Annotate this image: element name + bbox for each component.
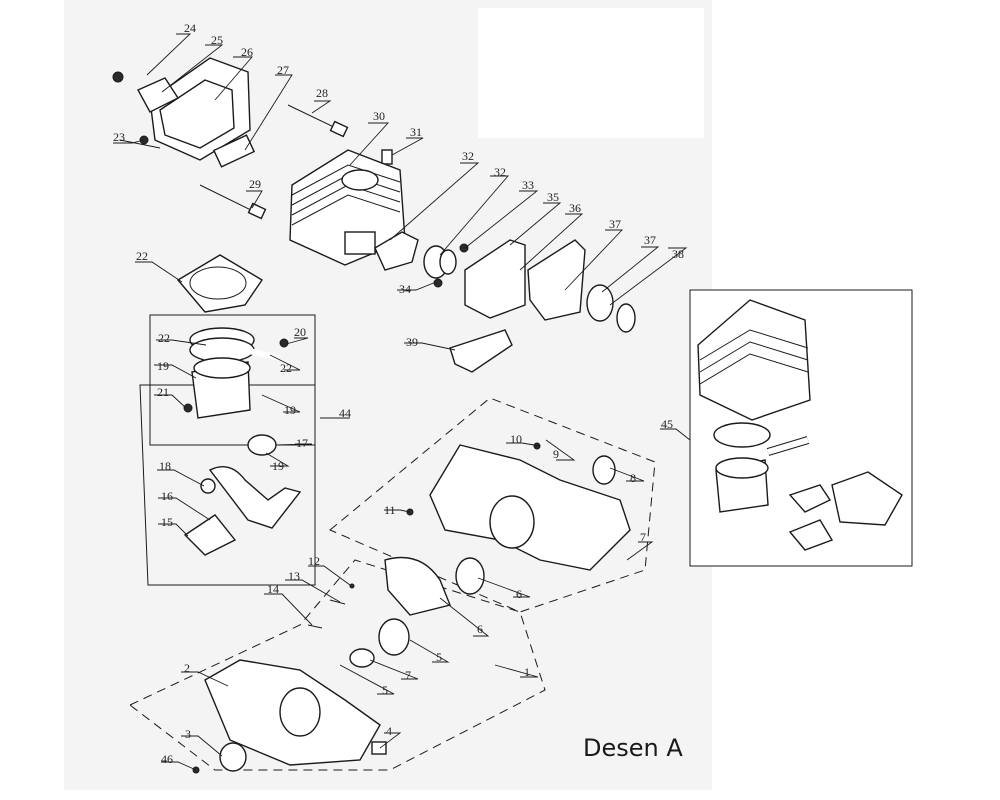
leader-lines xyxy=(113,33,691,771)
label-10: 8 xyxy=(630,471,636,485)
label-41: 37 xyxy=(644,233,656,247)
gasket xyxy=(176,254,263,313)
label-14: 12 xyxy=(308,554,320,568)
label-39: 36 xyxy=(569,201,581,215)
label-33: 30 xyxy=(373,109,385,123)
piston-group xyxy=(139,314,316,586)
label-27: 23 xyxy=(113,130,125,144)
label-22b: 21 xyxy=(157,385,169,399)
label-29: 25 xyxy=(211,33,223,47)
label-35: 32 xyxy=(462,149,474,163)
label-19b: 18 xyxy=(159,459,171,473)
label-1: 1 xyxy=(524,665,530,679)
label-26: 22 xyxy=(136,249,148,263)
label-17: 15 xyxy=(161,515,173,529)
label-34: 31 xyxy=(410,125,422,139)
label-38: 35 xyxy=(547,190,559,204)
label-25: 22 xyxy=(280,361,292,375)
label-32b: 29 xyxy=(249,177,261,191)
crankcase xyxy=(129,397,656,774)
label-30: 26 xyxy=(241,45,253,59)
part-labels: 24 25 26 27 28 30 31 32 32 33 35 36 37 3… xyxy=(113,21,684,766)
label-7: 6 xyxy=(477,622,483,636)
blank-patch xyxy=(478,8,704,138)
label-6: 6 xyxy=(516,587,522,601)
label-18: 16 xyxy=(161,489,173,503)
inset-box xyxy=(689,289,913,567)
label-16: 14 xyxy=(267,582,279,596)
intake-assembly xyxy=(374,231,636,373)
label-37b: 34 xyxy=(399,282,411,296)
label-15: 13 xyxy=(288,569,300,583)
label-28: 24 xyxy=(184,21,196,35)
label-24: 22 xyxy=(158,331,170,345)
label-43: 39 xyxy=(406,335,418,349)
label-44: 44 xyxy=(339,406,351,420)
muffler-assembly xyxy=(112,57,256,168)
label-22: 20 xyxy=(294,325,306,339)
diagram-caption: Desen A xyxy=(583,734,683,762)
label-13: 11 xyxy=(384,503,396,517)
label-6b: 5 xyxy=(436,650,442,664)
label-31: 27 xyxy=(277,63,289,77)
label-37: 33 xyxy=(522,178,534,192)
label-40: 37 xyxy=(609,217,621,231)
label-21: 19 xyxy=(284,403,296,417)
label-46: 46 xyxy=(161,752,173,766)
label-19: 17 xyxy=(296,436,308,450)
label-11: 9 xyxy=(553,447,559,461)
label-32: 28 xyxy=(316,86,328,100)
label-9: 7 xyxy=(640,530,646,544)
label-36: 32 xyxy=(494,165,506,179)
label-45: 45 xyxy=(661,417,673,431)
label-3: 3 xyxy=(185,727,191,741)
label-5: 5 xyxy=(382,683,388,697)
label-42: 38 xyxy=(672,247,684,261)
label-23: 19 xyxy=(157,359,169,373)
label-2: 2 xyxy=(184,661,190,675)
label-20: 19 xyxy=(272,459,284,473)
label-4: 4 xyxy=(386,724,392,738)
label-8: 7 xyxy=(405,668,411,682)
label-12: 10 xyxy=(510,432,522,446)
